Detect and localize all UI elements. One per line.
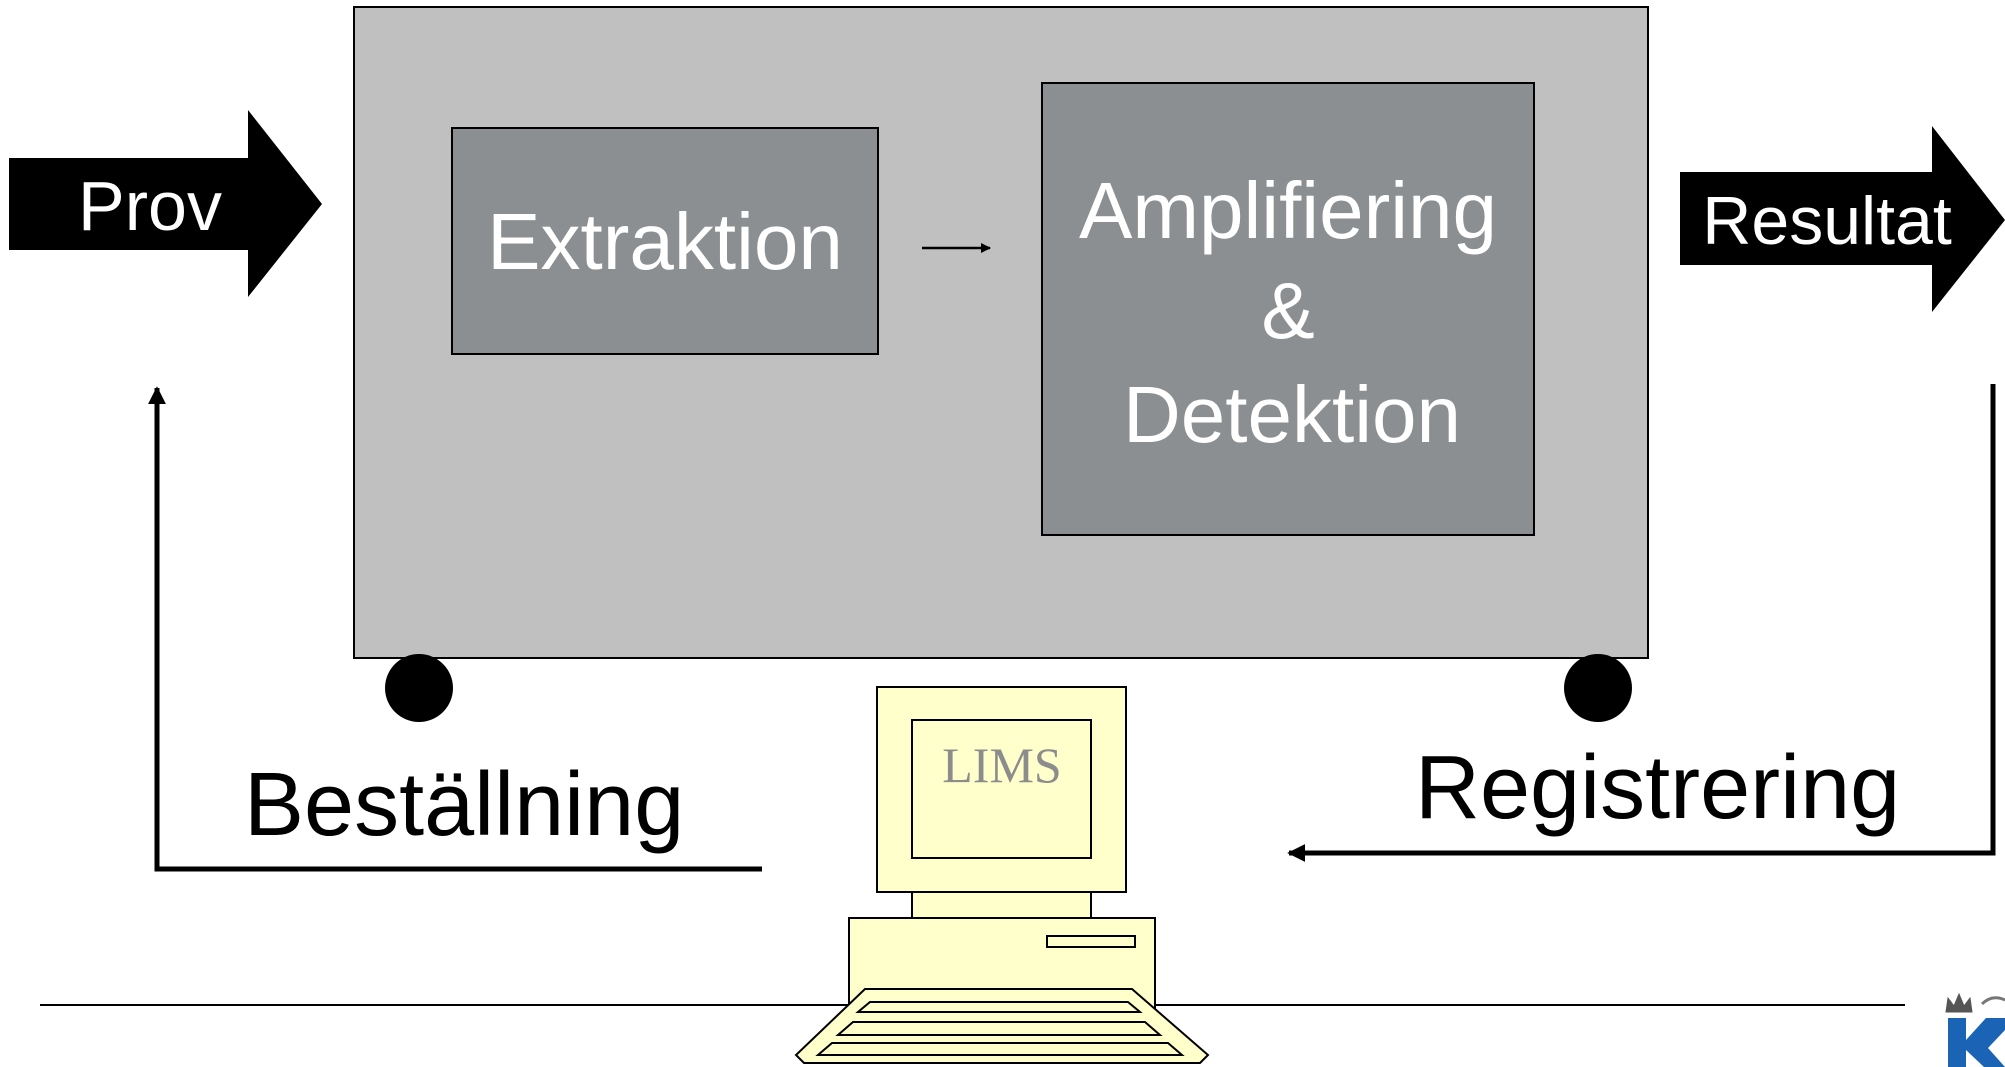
left-foot-icon [385, 654, 453, 722]
input-arrow-label: Prov [78, 167, 222, 245]
step-amplification-detection-box [1041, 82, 1535, 536]
input-arrow: Prov [9, 110, 322, 297]
left-flow-label: Beställning [244, 755, 684, 855]
logo-letter [1948, 1018, 2005, 1067]
keyboard [794, 988, 1210, 1064]
monitor-screen-label: LIMS [942, 737, 1061, 793]
input-arrow-shape [9, 110, 322, 297]
left-flow-arrow [148, 386, 762, 872]
logo-crown [1945, 992, 1973, 1013]
step-amplification-label-line-3: Detektion [1123, 370, 1461, 459]
step-amplification-detection: Amplifiering & Detektion [1041, 82, 1535, 536]
left-flow: Beställning [148, 386, 762, 872]
disk-drive-slot [1046, 935, 1136, 948]
step-extraction: Extraktion [451, 127, 879, 355]
right-flow: Registrering [1287, 384, 1996, 862]
output-arrow: Resultat [1680, 126, 2005, 312]
step-amplification-label-line-1: Amplifiering [1079, 166, 1497, 255]
monitor-stand [911, 891, 1092, 919]
logo-crown-2 [1980, 996, 2005, 1006]
output-arrow-label: Resultat [1702, 183, 1952, 259]
keyboard-row-2 [835, 1021, 1163, 1036]
instrument: Extraktion Amplifiering & Detektion [353, 6, 1649, 659]
step-extraction-label: Extraktion [487, 197, 843, 286]
right-flow-label: Registrering [1415, 738, 1900, 838]
right-foot-icon [1564, 654, 1632, 722]
step-extraction-box [451, 127, 879, 355]
desktop-computer-icon: LIMS [794, 686, 1210, 1064]
monitor-screen [911, 719, 1092, 859]
step-amplification-label-line-2: & [1261, 266, 1314, 355]
output-arrow-shape [1680, 126, 2005, 312]
keyboard-row-3 [815, 1042, 1185, 1056]
crown-logo-icon [1945, 992, 2005, 1067]
keyboard-row-1 [855, 1001, 1143, 1013]
right-flow-arrow [1287, 384, 1996, 862]
